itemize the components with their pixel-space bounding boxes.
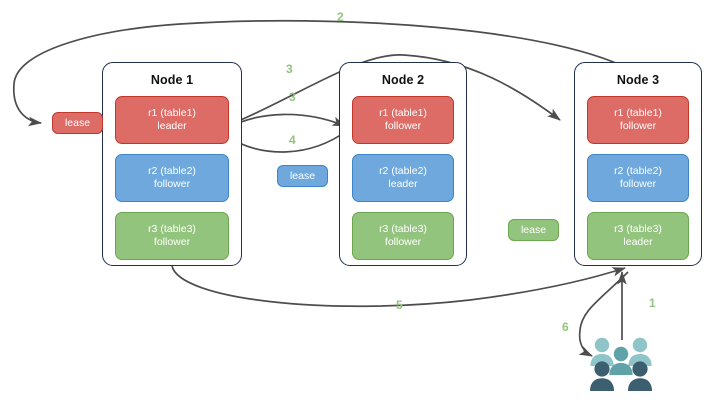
replica-r2[interactable]: r2 (table2) follower	[115, 154, 229, 202]
step-label-2: 2	[337, 10, 344, 24]
lease-badge-table1[interactable]: lease	[52, 112, 103, 134]
edge-step-4	[227, 129, 349, 153]
step-label-4: 4	[289, 133, 296, 147]
replica-name: r2 (table2)	[379, 164, 427, 177]
replica-name: r1 (table1)	[148, 106, 196, 119]
edge-step-3-to-node2	[223, 113, 346, 131]
replica-r3[interactable]: r3 (table3) leader	[587, 212, 689, 260]
node-card-3[interactable]: Node 3 r1 (table1) follower r2 (table2) …	[574, 62, 702, 266]
node-card-1[interactable]: Node 1 r1 (table1) leader r2 (table2) fo…	[102, 62, 242, 266]
replica-r3[interactable]: r3 (table3) follower	[352, 212, 454, 260]
replica-role: leader	[623, 236, 653, 248]
replica-role: follower	[384, 120, 422, 132]
replica-list: r1 (table1) leader r2 (table2) follower …	[103, 96, 241, 272]
replica-role: leader	[388, 178, 418, 190]
replica-name: r2 (table2)	[614, 164, 662, 177]
node-title: Node 2	[381, 73, 425, 87]
replica-role: follower	[619, 178, 657, 190]
node-card-2[interactable]: Node 2 r1 (table1) follower r2 (table2) …	[339, 62, 467, 266]
replica-role: follower	[153, 236, 191, 248]
replica-name: r1 (table1)	[379, 106, 427, 119]
node-title: Node 1	[150, 73, 194, 87]
node-title: Node 3	[616, 73, 660, 87]
replica-name: r1 (table1)	[614, 106, 662, 119]
replica-name: r3 (table3)	[379, 222, 427, 235]
replica-role: follower	[384, 236, 422, 248]
replica-r3[interactable]: r3 (table3) follower	[115, 212, 229, 260]
replica-role: follower	[619, 120, 657, 132]
replica-name: r3 (table3)	[614, 222, 662, 235]
replica-r1[interactable]: r1 (table1) leader	[115, 96, 229, 144]
users-group-icon	[590, 337, 652, 391]
replica-r2[interactable]: r2 (table2) follower	[587, 154, 689, 202]
step-label-5: 5	[396, 298, 403, 312]
replica-r1[interactable]: r1 (table1) follower	[352, 96, 454, 144]
lease-badge-table3[interactable]: lease	[508, 219, 559, 241]
replica-list: r1 (table1) follower r2 (table2) leader …	[340, 96, 466, 272]
replica-name: r2 (table2)	[148, 164, 196, 177]
replica-r1[interactable]: r1 (table1) follower	[587, 96, 689, 144]
lease-badge-table2[interactable]: lease	[277, 165, 328, 187]
step-label-6: 6	[562, 320, 569, 334]
step-label-3-upper: 3	[286, 62, 293, 76]
replica-name: r3 (table3)	[148, 222, 196, 235]
replica-role: follower	[153, 178, 191, 190]
replica-r2[interactable]: r2 (table2) leader	[352, 154, 454, 202]
replica-role: leader	[157, 120, 187, 132]
step-label-1: 1	[649, 296, 656, 310]
replica-list: r1 (table1) follower r2 (table2) followe…	[575, 96, 701, 272]
step-label-3-lower: 3	[289, 90, 296, 104]
